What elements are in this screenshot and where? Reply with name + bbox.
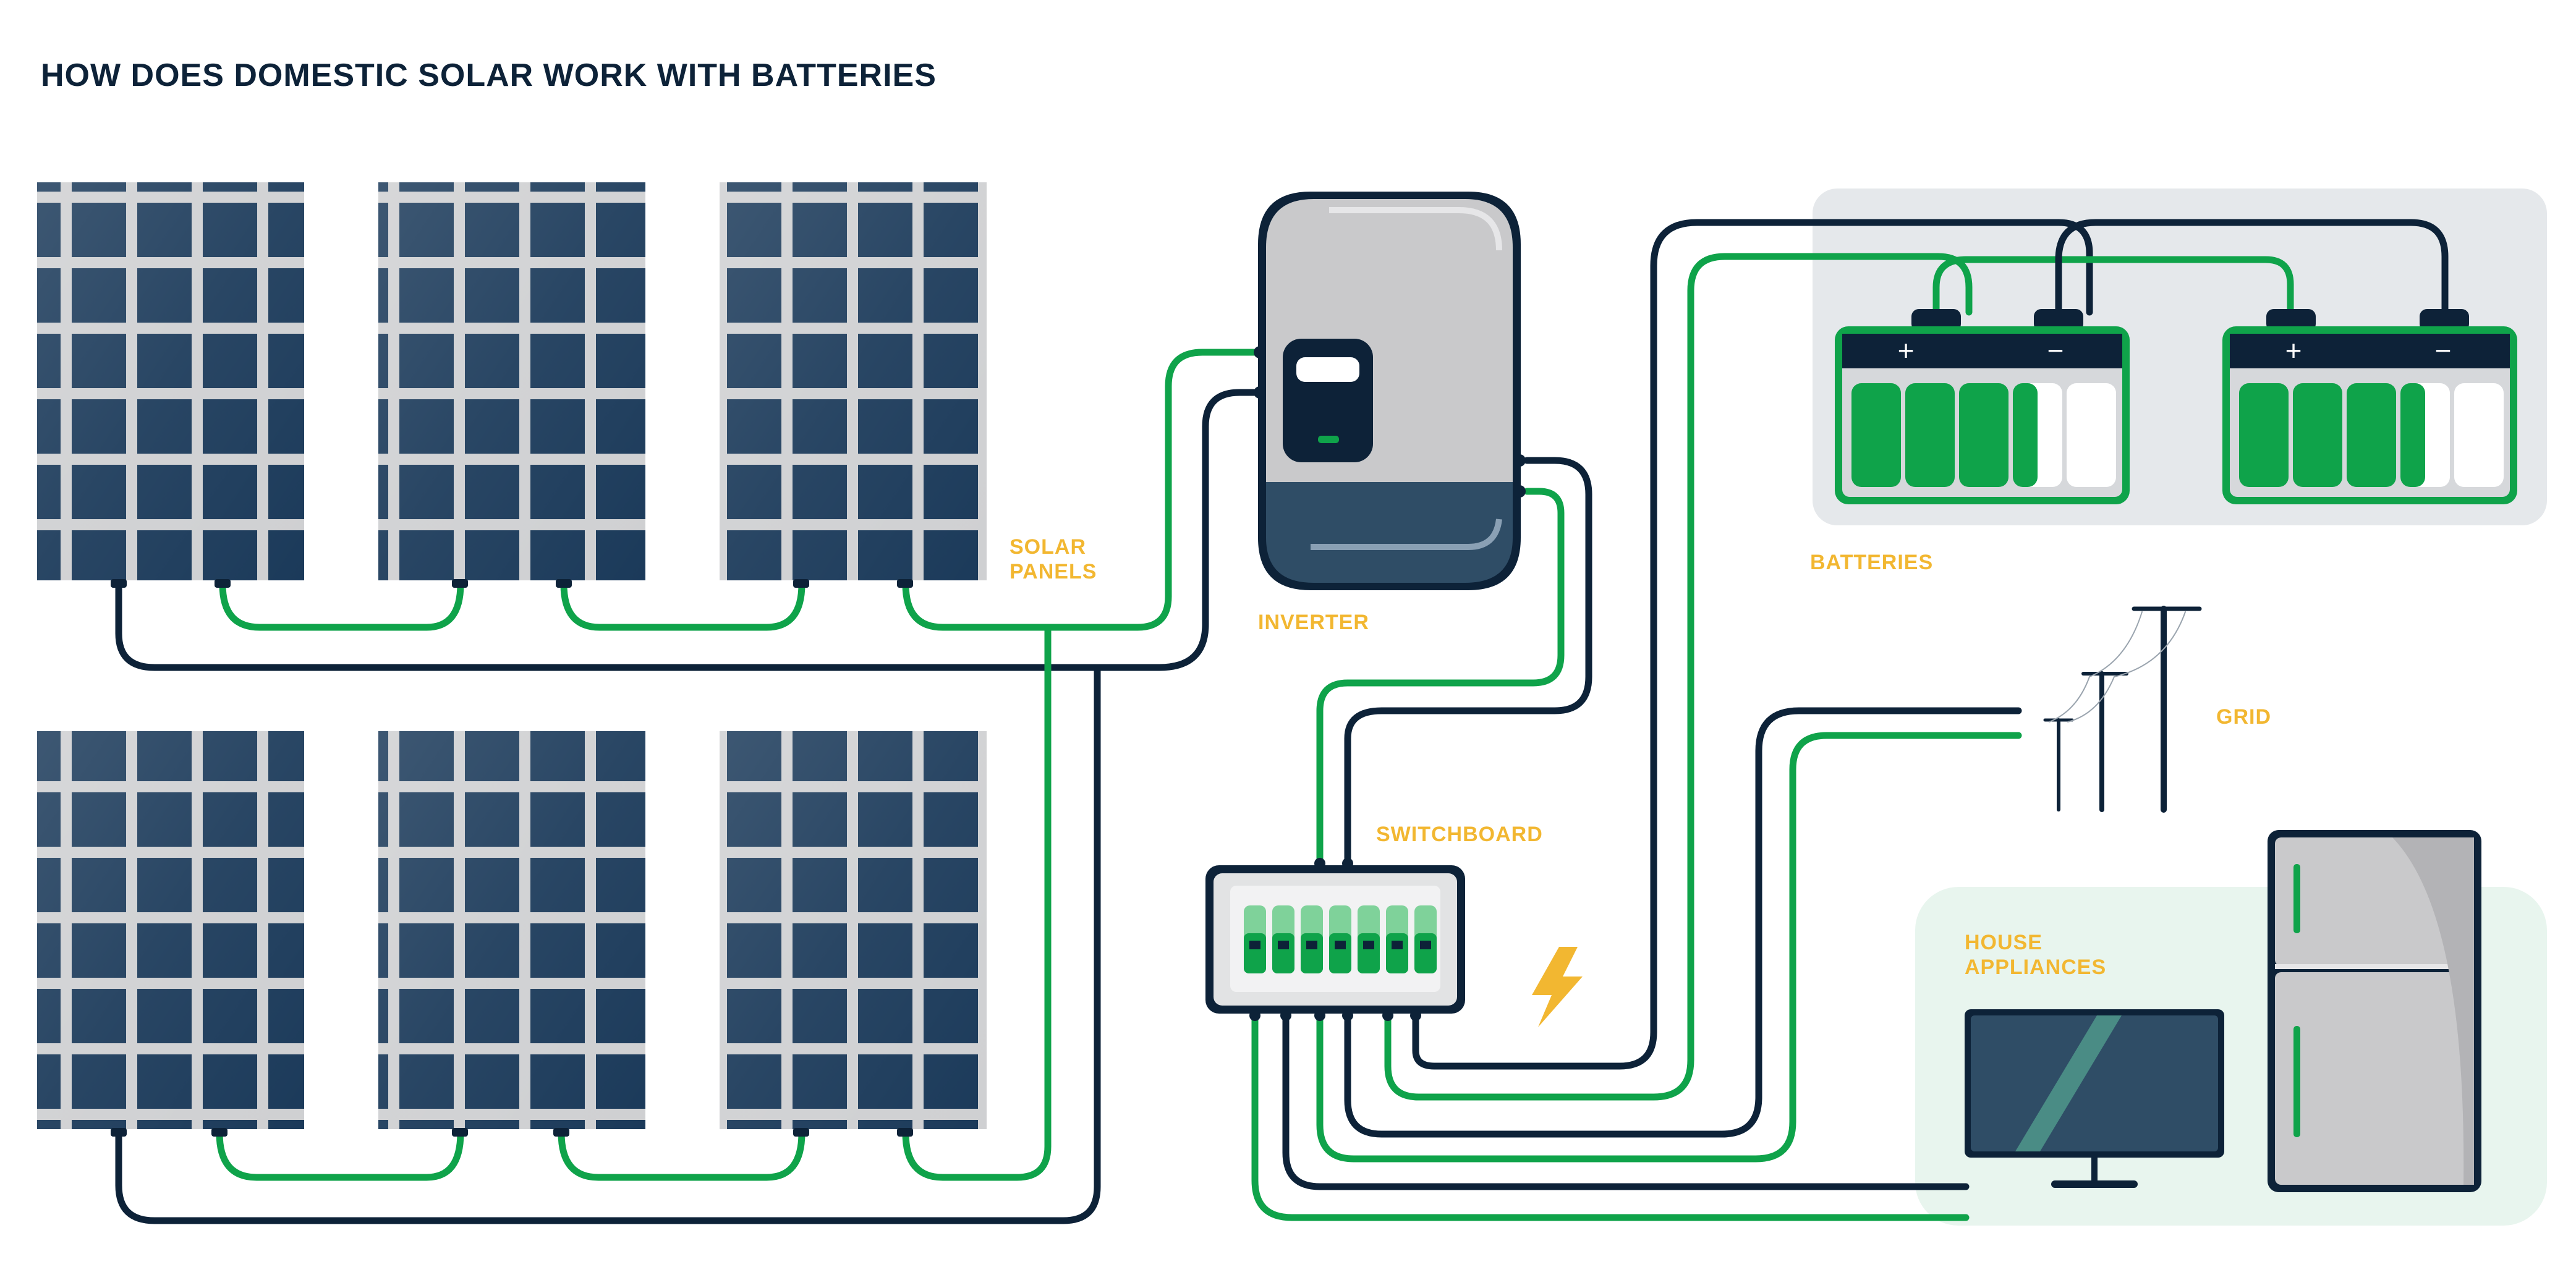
wire-bat-link-green (1932, 256, 2294, 316)
wire-sw-app-green (1251, 1013, 1970, 1221)
solar-panel (378, 731, 645, 1137)
house-appliances-label-line1: HOUSE (1965, 931, 2043, 954)
wire-sw-app-navy (1282, 1013, 1970, 1190)
wire-bot-green-3 (902, 624, 1052, 1181)
switchboard-breakers (1244, 905, 1437, 973)
battery: + − (1835, 309, 2130, 504)
switchboard (1205, 858, 1465, 1021)
wire-bot-green-2 (558, 1129, 806, 1181)
lightning-bolt-icon (1532, 947, 1583, 1027)
wire-bot-navy-main (115, 664, 1101, 1224)
solar-panels-label: SOLAR PANELS (1010, 535, 1097, 584)
solar-panel (378, 182, 645, 588)
solar-panel (37, 731, 304, 1137)
solar-panels-label-line1: SOLAR (1010, 535, 1086, 559)
solar-panel (720, 182, 987, 588)
batteries-label: BATTERIES (1810, 551, 1934, 574)
wire-top-green-1 (219, 580, 464, 631)
power-pole-icon (2043, 606, 2202, 813)
inverter (1254, 192, 1526, 590)
wire-top-navy-main (115, 389, 1262, 671)
wire-top-green-2 (560, 580, 806, 631)
battery-negative-label: − (2047, 334, 2064, 366)
wire-top-green-3 (902, 349, 1262, 631)
battery-positive-label: + (1898, 334, 1915, 366)
television-icon (1965, 1009, 2224, 1188)
solar-panels-label-line2: PANELS (1010, 560, 1097, 583)
wire-bat-link-navy (2055, 219, 2449, 316)
grid-label: GRID (2216, 705, 2271, 729)
wiring (115, 219, 2449, 1224)
refrigerator-icon (2268, 830, 2481, 1192)
house-appliances-label: HOUSE APPLIANCES (1965, 930, 2106, 980)
page-title: HOW DOES DOMESTIC SOLAR WORK WITH BATTER… (41, 57, 937, 93)
solar-panel-array (37, 182, 987, 1137)
wire-inv-sw-navy (1344, 457, 1592, 866)
switchboard-label: SWITCHBOARD (1376, 823, 1543, 846)
solar-panel (37, 182, 304, 588)
wire-sw-grid-green (1316, 732, 2022, 1163)
battery-negative-label: − (2435, 334, 2452, 366)
wire-bot-green-1 (216, 1129, 464, 1181)
wire-sw-grid-navy (1344, 707, 2022, 1138)
solar-panel (720, 731, 987, 1137)
battery-positive-label: + (2285, 334, 2302, 366)
battery: + − (2222, 309, 2517, 504)
inverter-label: INVERTER (1258, 611, 1369, 634)
inverter-status-led (1318, 436, 1339, 443)
wire-inv-sw-green (1316, 488, 1565, 866)
house-appliances-label-line2: APPLIANCES (1965, 955, 2107, 979)
